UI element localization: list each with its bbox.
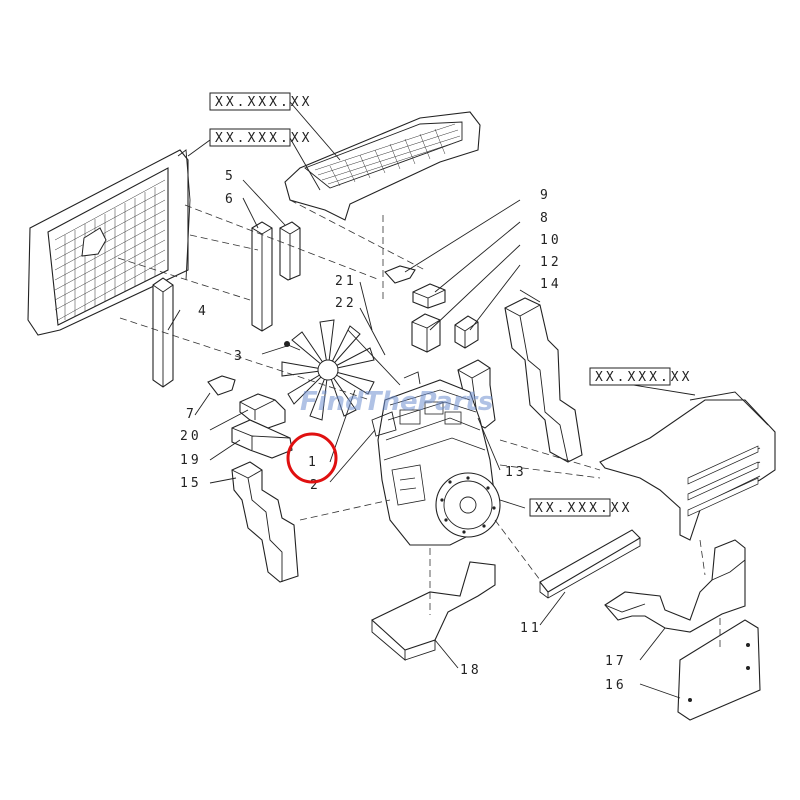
- foam-base-18: [371, 561, 496, 661]
- foam-block-10: [411, 313, 441, 353]
- svg-text:XX.XXX.XX: XX.XXX.XX: [215, 95, 312, 110]
- svg-text:XX.XXX.XX: XX.XXX.XX: [595, 370, 692, 385]
- callout-9[interactable]: 9: [540, 188, 551, 203]
- callout-18[interactable]: 18: [460, 663, 482, 678]
- callout-4[interactable]: 4: [198, 304, 209, 319]
- callout-3[interactable]: 3: [234, 349, 245, 364]
- assembly-dashed-lines: [117, 199, 721, 650]
- callout-1[interactable]: 1: [308, 455, 319, 470]
- foam-strip-11: [539, 529, 641, 599]
- ref-label-3[interactable]: XX.XXX.XX: [589, 367, 692, 386]
- callout-11[interactable]: 11: [520, 621, 542, 636]
- foam-panel-14: [504, 297, 583, 463]
- callout-5[interactable]: 5: [225, 169, 236, 184]
- svg-text:XX.XXX.XX: XX.XXX.XX: [535, 501, 632, 516]
- callout-20[interactable]: 20: [180, 429, 202, 444]
- callout-7[interactable]: 7: [186, 407, 197, 422]
- foam-block-20: [239, 393, 286, 429]
- callout-22[interactable]: 22: [335, 296, 357, 311]
- callout-14[interactable]: 14: [540, 277, 562, 292]
- callout-15[interactable]: 15: [180, 476, 202, 491]
- callout-2[interactable]: 2: [310, 478, 321, 493]
- foam-panel-19: [231, 419, 293, 459]
- callout-8[interactable]: 8: [540, 211, 551, 226]
- callout-6[interactable]: 6: [225, 192, 236, 207]
- callout-10[interactable]: 10: [540, 233, 562, 248]
- callout-12[interactable]: 12: [540, 255, 562, 270]
- foam-block-12: [454, 315, 479, 349]
- callout-16[interactable]: 16: [605, 678, 627, 693]
- radiator-grille: [27, 149, 191, 336]
- watermark: FindTheParts: [300, 387, 493, 417]
- callout-21[interactable]: 21: [335, 274, 357, 289]
- engine-hood: [284, 111, 481, 221]
- highlight-circle: [286, 432, 338, 484]
- ref-label-2[interactable]: XX.XXX.XX: [209, 128, 312, 147]
- cooling-fan: [281, 319, 375, 421]
- foam-strip-5: [279, 221, 301, 281]
- bracket-17: [604, 539, 746, 633]
- callout-19[interactable]: 19: [180, 453, 202, 468]
- foam-strip-6: [251, 221, 273, 332]
- plate-16: [677, 619, 761, 721]
- callout-17[interactable]: 17: [605, 654, 627, 669]
- foam-panel-15: [231, 461, 299, 583]
- chassis-frame: [599, 391, 776, 541]
- ref-label-4[interactable]: XX.XXX.XX: [529, 498, 632, 517]
- callout-13[interactable]: 13: [505, 465, 527, 480]
- engine-assembly: [371, 371, 501, 546]
- svg-text:XX.XXX.XX: XX.XXX.XX: [215, 131, 312, 146]
- foam-block-7: [207, 375, 236, 396]
- ref-label-1[interactable]: XX.XXX.XX: [209, 92, 312, 111]
- foam-panel-13: [457, 359, 496, 429]
